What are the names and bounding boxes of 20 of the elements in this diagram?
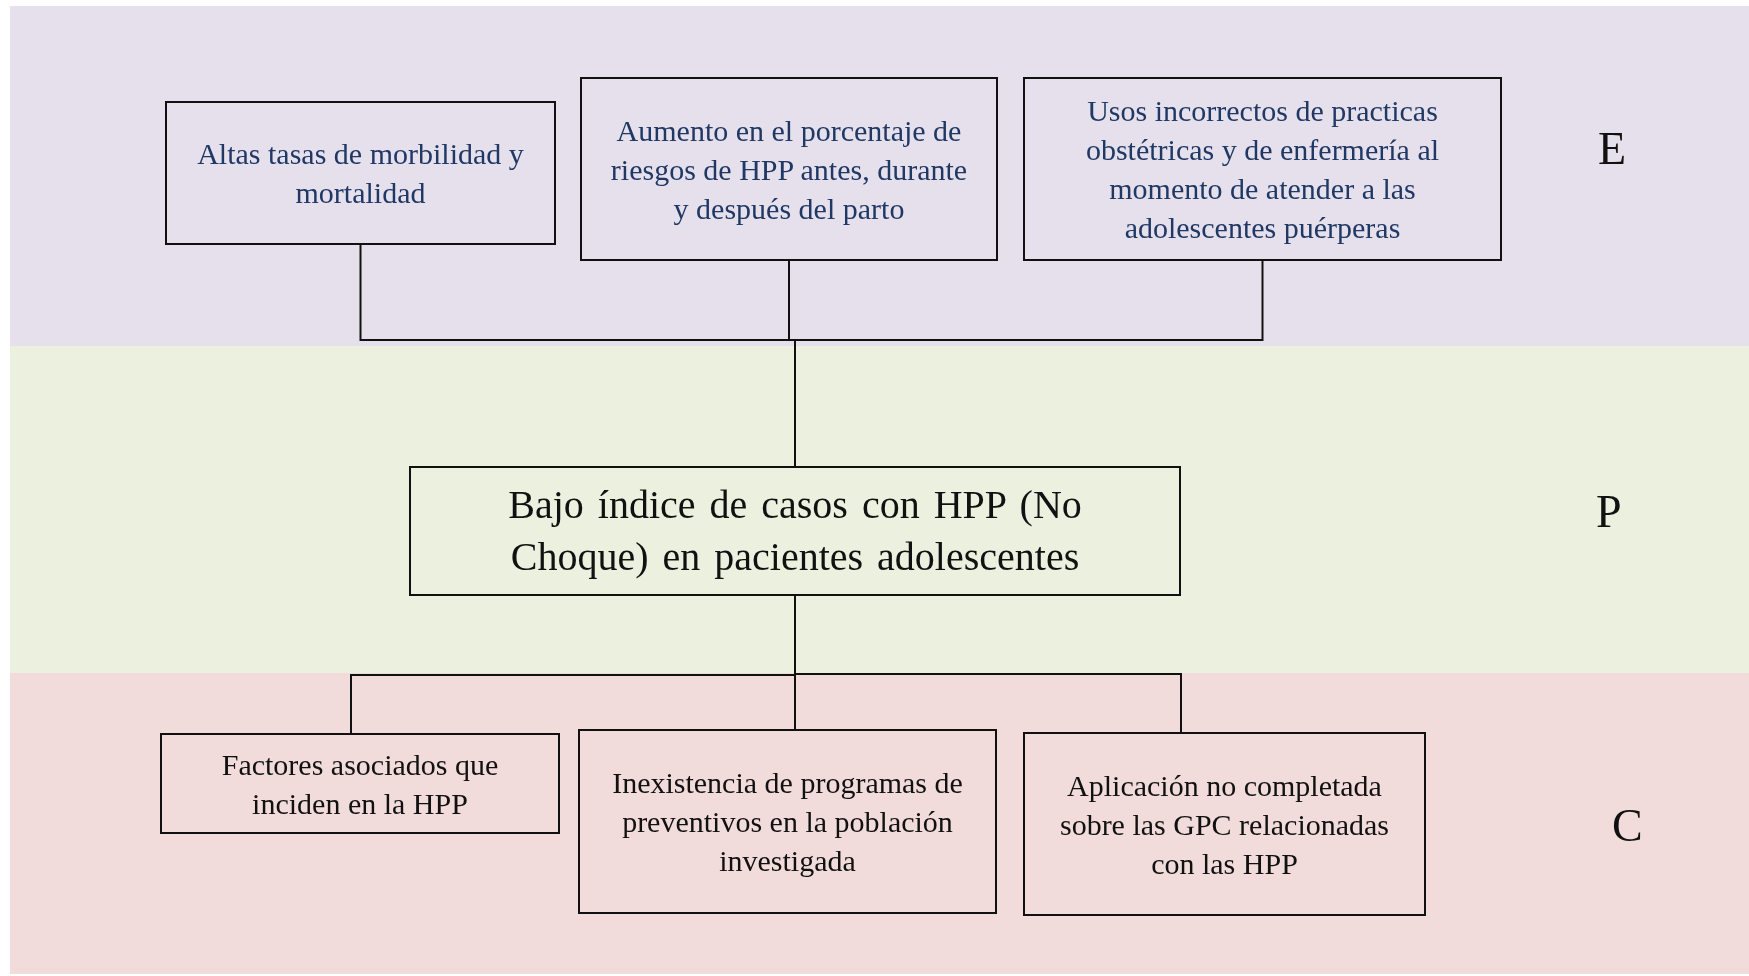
problem-box bbox=[409, 466, 1181, 596]
effect-box bbox=[165, 101, 556, 245]
band-letter: E bbox=[1598, 126, 1627, 172]
band-letter: P bbox=[1596, 489, 1622, 535]
box-text: Factores asociados que inciden en la HPP bbox=[220, 746, 500, 822]
band-background bbox=[10, 346, 1749, 673]
box-text: Aplicación no completada sobre las GPC relacionadas con las HPP bbox=[1058, 767, 1391, 882]
cause-box bbox=[160, 733, 560, 834]
box-text: Aumento en el porcentaje de riesgos de HPP antes, durante y después del parto bbox=[609, 112, 969, 227]
box-text: Usos incorrectos de practicas obstétricas y de enfermería al momento de atender a las adolescentes puérperas bbox=[1084, 93, 1441, 246]
box-text: Bajo índice de casos con HPP (No Choque) en pacientes adolescentes bbox=[507, 481, 1083, 581]
band-background bbox=[10, 673, 1749, 974]
band-letter: C bbox=[1612, 803, 1643, 849]
box-text: Inexistencia de programas de preventivos en la población investigada bbox=[611, 765, 964, 879]
cause-box bbox=[1023, 732, 1426, 916]
effect-box bbox=[580, 77, 998, 261]
cause-box bbox=[578, 729, 997, 914]
band-background bbox=[10, 6, 1749, 346]
box-text: Altas tasas de morbilidad y mortalidad bbox=[196, 136, 525, 211]
effect-box bbox=[1023, 77, 1502, 261]
